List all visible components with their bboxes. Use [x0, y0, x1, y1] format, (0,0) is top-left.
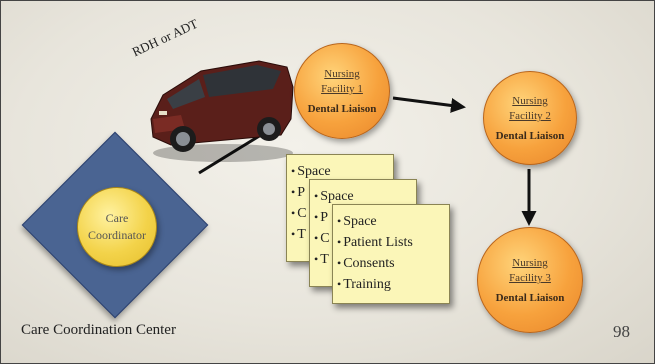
card-back-item: Space [291, 161, 389, 182]
nursing-facility-3-node: Nursing Facility 3 Dental Liaison [477, 227, 583, 333]
card-back-item: C [291, 203, 389, 224]
coordinator-label-line2: Coordinator [88, 228, 146, 242]
coordinator-label-line1: Care [105, 211, 129, 225]
card-front-item: Training [337, 274, 445, 295]
facility-2-liaison: Dental Liaison [495, 130, 565, 142]
card-back-item: T [291, 224, 389, 245]
nursing-facility-1-node: Nursing Facility 1 Dental Liaison [294, 43, 390, 139]
nursing-facility-2-node: Nursing Facility 2 Dental Liaison [483, 71, 577, 165]
card-back-item: P [291, 182, 389, 203]
facility-3-title-line1: Nursing [512, 257, 548, 269]
card-mid-item: T [314, 249, 412, 270]
facility-2-title-line1: Nursing [512, 95, 548, 107]
facility-2-title-line2: Facility 2 [509, 110, 551, 122]
facility-3-title-line2: Facility 3 [509, 272, 551, 284]
card-mid-item: Space [314, 186, 412, 207]
care-coordinator-node: Care Coordinator [77, 187, 157, 267]
card-mid-item: C [314, 228, 412, 249]
facility-1-title-line2: Facility 1 [321, 83, 363, 95]
facility-1-title-line1: Nursing [324, 68, 360, 80]
page-number: 98 [613, 322, 630, 341]
card-mid-item: P [314, 207, 412, 228]
facility-3-liaison: Dental Liaison [495, 292, 565, 304]
footer-title: Care Coordination Center [21, 322, 176, 338]
facility-1-liaison: Dental Liaison [307, 103, 377, 115]
card-front-item: Patient Lists [337, 232, 445, 253]
car-image [150, 60, 294, 162]
card-front: Space Patient Lists Consents Training [332, 204, 450, 304]
card-front-item: Consents [337, 253, 445, 274]
card-front-item: Space [337, 211, 445, 232]
arrow-facility1-to-facility2 [392, 96, 466, 113]
